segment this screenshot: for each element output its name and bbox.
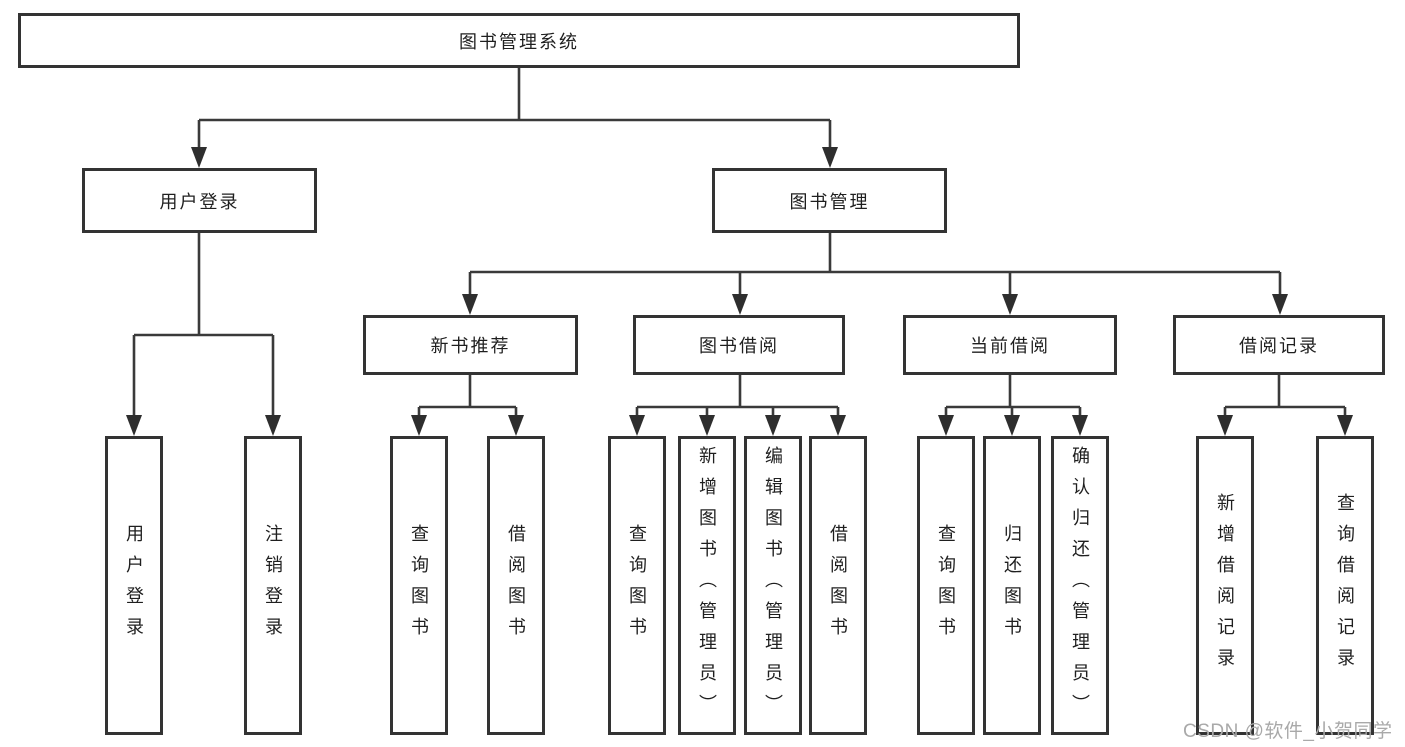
node-book-management: 图书管理	[712, 168, 947, 233]
leaf-logout-login: 注销登录	[244, 436, 302, 735]
leaf-edit-books-admin: 编辑图书（管理员）	[744, 436, 802, 735]
leaf-query-books-borrowing: 查询图书	[608, 436, 666, 735]
node-current-borrowing: 当前借阅	[903, 315, 1117, 375]
leaf-borrow-books-recommend: 借阅图书	[487, 436, 545, 735]
node-new-book-recommend: 新书推荐	[363, 315, 578, 375]
leaf-query-books-recommend: 查询图书	[390, 436, 448, 735]
leaf-confirm-return-admin: 确认归还（管理员）	[1051, 436, 1109, 735]
leaf-borrow-books-borrowing: 借阅图书	[809, 436, 867, 735]
leaf-add-borrow-record: 新增借阅记录	[1196, 436, 1254, 735]
node-borrowing-records: 借阅记录	[1173, 315, 1385, 375]
arrowheads	[126, 147, 1353, 436]
node-user-login: 用户登录	[82, 168, 317, 233]
leaf-return-books: 归还图书	[983, 436, 1041, 735]
node-library-system: 图书管理系统	[18, 13, 1020, 68]
node-book-borrowing: 图书借阅	[633, 315, 845, 375]
leaf-query-books-current: 查询图书	[917, 436, 975, 735]
leaf-query-borrow-record: 查询借阅记录	[1316, 436, 1374, 735]
csdn-watermark: CSDN @软件_小贺同学	[1183, 721, 1393, 742]
leaf-add-books-admin: 新增图书（管理员）	[678, 436, 736, 735]
leaf-user-login: 用户登录	[105, 436, 163, 735]
